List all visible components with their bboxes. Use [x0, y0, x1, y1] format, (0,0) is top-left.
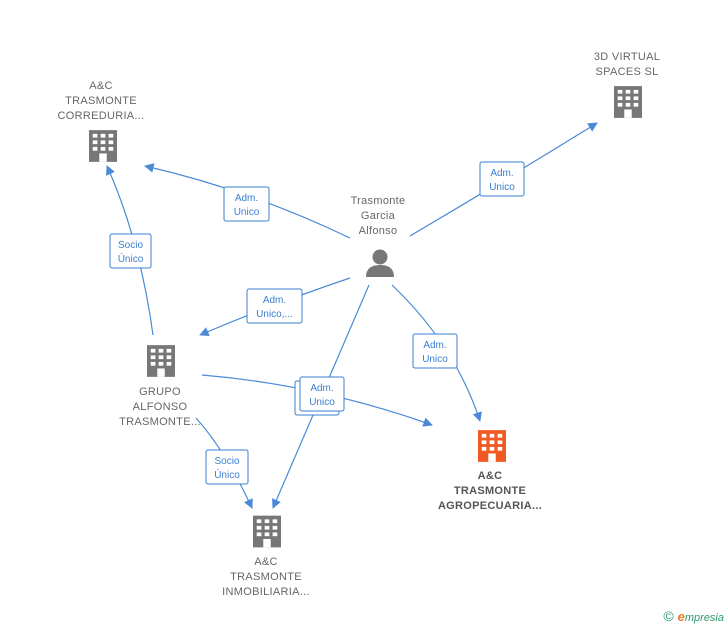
- building-icon: [89, 130, 117, 162]
- building-icon: [147, 345, 175, 377]
- edge-label-line: Adm.: [263, 295, 286, 306]
- edge-label-person-grupo[interactable]: Adm. Unico,...: [246, 288, 303, 324]
- edge-label-person-virtual[interactable]: Adm. Unico: [479, 161, 525, 197]
- node-label-line: ALFONSO: [133, 401, 188, 413]
- edge-label-grupo-correduria[interactable]: Socio Único: [109, 233, 152, 269]
- brand-text: mpresia: [684, 611, 724, 624]
- edge-label-line: Adm.: [423, 340, 446, 351]
- edge-label-line: Unico: [309, 397, 335, 408]
- edge-label-person-correduria[interactable]: Adm. Unico: [223, 186, 270, 222]
- node-grupo[interactable]: GRUPO ALFONSO TRASMONTE...: [119, 345, 201, 428]
- node-virtual[interactable]: 3D VIRTUAL SPACES SL: [594, 51, 660, 118]
- node-label-line: Garcia: [361, 210, 396, 222]
- node-inmobiliaria[interactable]: A&C TRASMONTE INMOBILIARIA...: [222, 515, 310, 598]
- node-label-line: A&C: [89, 80, 113, 92]
- edge-label-person-inmobiliaria[interactable]: Adm. Unico: [294, 376, 345, 416]
- edge-label-line: Unico: [234, 207, 260, 218]
- node-agropecuaria[interactable]: A&C TRASMONTE AGROPECUARIA...: [438, 430, 542, 512]
- node-label-line: SPACES SL: [595, 66, 658, 78]
- node-label-line: AGROPECUARIA...: [438, 500, 542, 512]
- node-label-line: GRUPO: [139, 386, 181, 398]
- building-icon: [614, 86, 642, 118]
- building-icon: [478, 430, 506, 462]
- node-label-line: Alfonso: [359, 225, 398, 237]
- node-label-line: TRASMONTE: [230, 571, 302, 583]
- edge-label-line: Único: [214, 468, 240, 481]
- node-correduria[interactable]: A&C TRASMONTE CORREDURIA...: [57, 80, 144, 162]
- edge-label-line: Unico: [422, 354, 448, 365]
- edge-label-line: Socio: [118, 240, 143, 251]
- brand-initial: e: [677, 608, 685, 624]
- edge-label-line: Único: [118, 252, 144, 265]
- node-person[interactable]: Trasmonte Garcia Alfonso: [351, 195, 406, 277]
- node-label-line: Trasmonte: [351, 195, 406, 207]
- edge-label-line: Adm.: [490, 168, 513, 179]
- edge-label-grupo-inmobiliaria[interactable]: Socio Único: [205, 449, 249, 485]
- node-label-line: INMOBILIARIA...: [222, 586, 310, 598]
- brand-logo[interactable]: empresia: [678, 609, 724, 624]
- node-label-line: CORREDURIA...: [57, 110, 144, 122]
- edge-label-line: Adm.: [235, 193, 258, 204]
- node-label-line: TRASMONTE...: [119, 416, 201, 428]
- node-label-line: TRASMONTE: [454, 485, 526, 497]
- node-label-line: A&C: [478, 470, 503, 482]
- footer-brand: © empresia: [663, 608, 724, 624]
- edge-label-line: Adm.: [310, 383, 333, 394]
- person-icon: [366, 249, 394, 277]
- edge-label-line: Unico: [489, 182, 515, 193]
- node-label-line: A&C: [254, 556, 278, 568]
- building-icon: [253, 515, 281, 548]
- edge-label-person-agropecuaria[interactable]: Adm. Unico: [412, 333, 458, 369]
- node-label-line: 3D VIRTUAL: [594, 51, 660, 63]
- copyright-symbol: ©: [663, 608, 674, 624]
- edge-label-line: Socio: [214, 456, 239, 467]
- edge-label-line: Unico,...: [256, 309, 293, 320]
- node-label-line: TRASMONTE: [65, 95, 137, 107]
